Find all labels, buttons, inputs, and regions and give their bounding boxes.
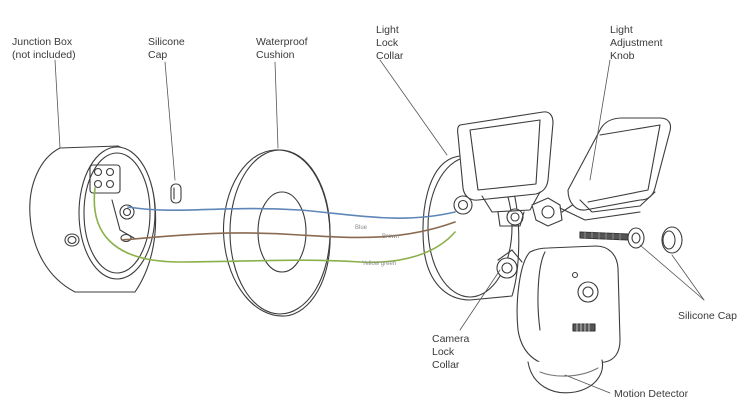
label-light-lock-collar: Light Lock Collar — [376, 24, 404, 62]
light-head-right — [559, 117, 672, 221]
leader-lines — [54, 59, 705, 394]
label-junction-box: Junction Box (not included) — [12, 36, 76, 61]
camera-unit — [516, 245, 621, 394]
wires — [93, 187, 456, 264]
mounting-bolt — [579, 227, 645, 249]
wire-brown — [121, 221, 456, 241]
wire-blue — [127, 206, 456, 219]
silicone-cap-top — [170, 183, 182, 204]
label-silicone-cap-right: Silicone Cap — [678, 310, 737, 322]
junction-box — [29, 145, 157, 293]
label-motion-detector: Motion Detector — [614, 388, 689, 400]
wire-yellow-green — [93, 187, 456, 264]
label-camera-lock-collar: Camera Lock Collar — [432, 333, 470, 371]
wire-label-yellow-green: Yellow green — [362, 261, 397, 267]
wire-label-brown: Brown — [382, 234, 400, 240]
light-head-left — [457, 111, 554, 227]
silicone-cap-right — [661, 226, 683, 254]
label-waterproof-cushion: Waterproof Cushion — [256, 36, 308, 61]
wire-label-blue: Blue — [355, 225, 368, 231]
label-light-adjustment-knob: Light Adjustment Knob — [610, 24, 663, 62]
label-silicone-cap-top: Silicone Cap — [148, 36, 185, 61]
